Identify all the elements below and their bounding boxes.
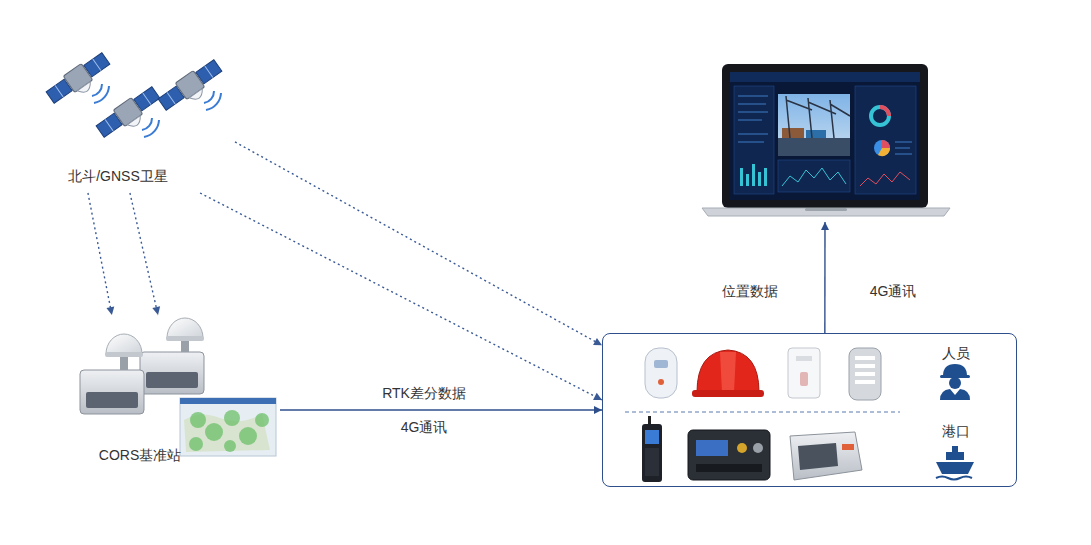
ship-icon [936,446,974,480]
node-label: 人员 [940,344,972,362]
edge-label: RTK差分数据 [379,384,469,402]
link-note: 4G通讯 [398,418,451,436]
device-panel: 人员港口 [602,333,1017,487]
data-arrow [280,406,602,414]
coverage-map [180,398,276,456]
satellite-group: 北斗/GNSS卫星 [45,45,235,193]
cors-station: CORS基准站 [75,315,280,470]
person-icon [940,364,970,400]
signal-line [235,142,602,345]
device-icons [625,348,900,482]
laptop-platform [700,60,952,222]
satellite-icons [44,50,227,144]
node-label: CORS基准站 [97,446,183,464]
signal-line [200,193,602,400]
laptop-dashboard [702,64,950,216]
signal-line [88,193,114,315]
data-arrow [821,222,829,333]
node-label: 港口 [940,422,972,440]
link-note: 4G通讯 [867,282,920,300]
node-label: 北斗/GNSS卫星 [66,167,170,185]
edge-label: 位置数据 [719,282,781,300]
signal-line [130,193,160,315]
